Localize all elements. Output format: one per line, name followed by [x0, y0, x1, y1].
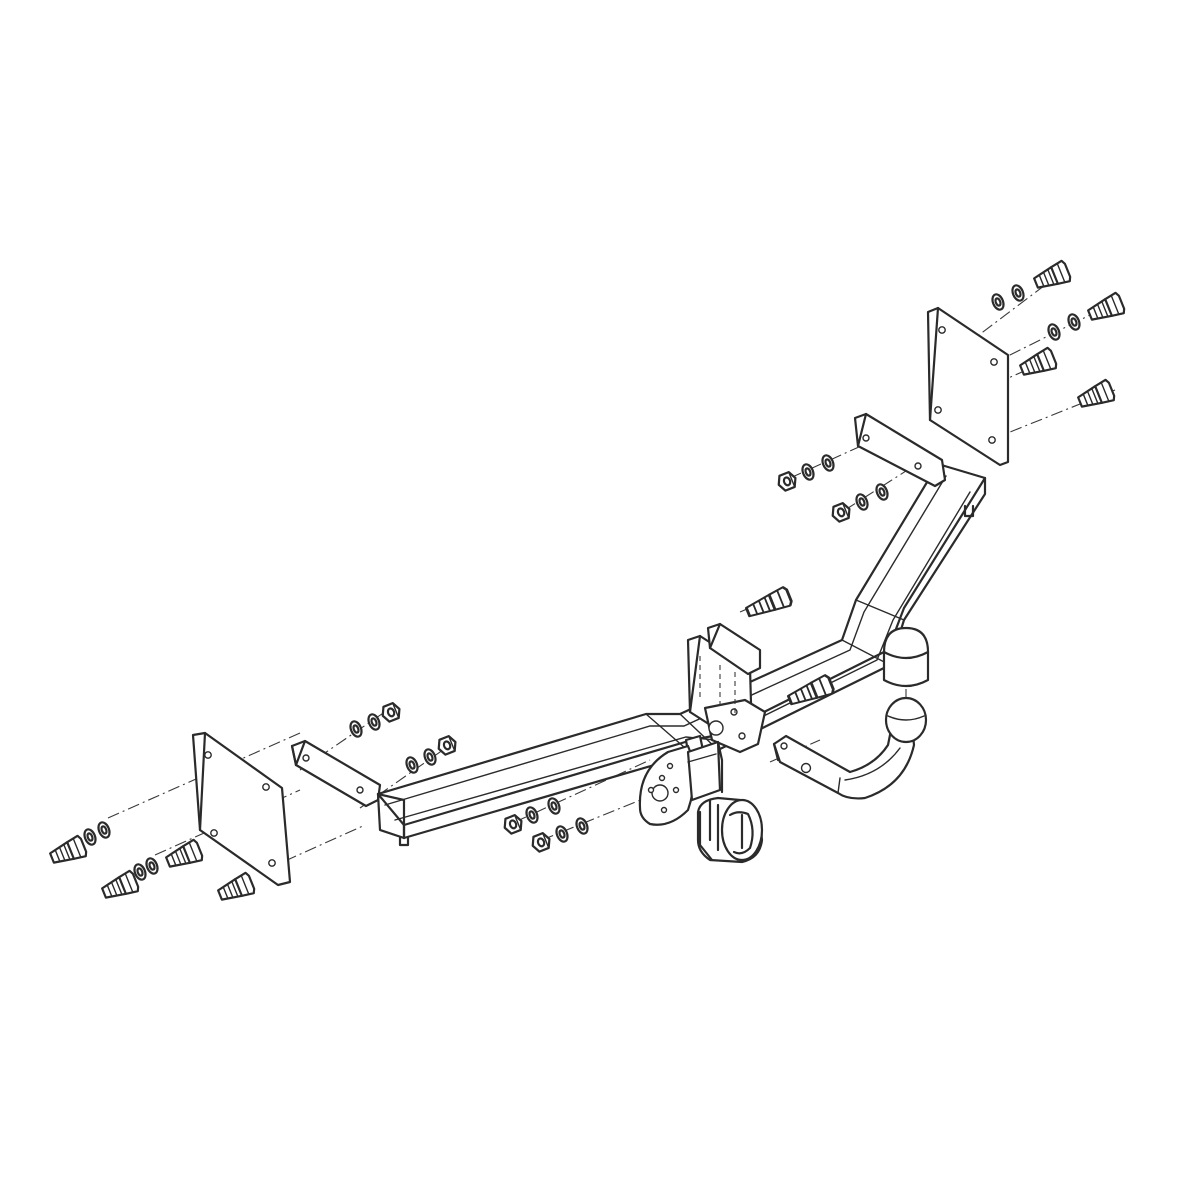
nut — [500, 812, 526, 837]
bolt — [1084, 290, 1127, 327]
bolt — [742, 584, 795, 623]
washer — [421, 746, 439, 768]
ball-cap — [882, 626, 930, 688]
nut — [828, 500, 854, 525]
washer — [403, 754, 421, 776]
left-bracket — [290, 739, 382, 808]
right-mounting-plate — [926, 306, 1010, 467]
right-bracket — [853, 412, 947, 488]
bolt — [1030, 258, 1073, 295]
nut — [774, 469, 800, 494]
tow-ball-arm — [772, 696, 928, 800]
bolt — [46, 833, 89, 870]
nut — [528, 830, 554, 855]
bolt — [1074, 377, 1117, 414]
washer — [143, 855, 161, 877]
washer — [95, 819, 113, 841]
washer — [523, 804, 541, 826]
washer — [1065, 311, 1083, 333]
washer — [1045, 321, 1063, 343]
washer — [81, 826, 99, 848]
bolt — [214, 870, 257, 907]
nut — [378, 700, 404, 725]
bolt — [162, 837, 205, 874]
washer — [989, 291, 1007, 313]
washer — [545, 795, 563, 817]
washer — [799, 461, 817, 483]
left-mounting-plate — [191, 731, 292, 887]
socket-plate — [638, 740, 724, 826]
washer — [873, 481, 891, 503]
washer — [553, 823, 571, 845]
bolt — [1016, 345, 1059, 382]
electrical-socket — [696, 796, 764, 864]
washer — [573, 815, 591, 837]
bolt — [98, 868, 141, 905]
washer — [1009, 282, 1027, 304]
washer — [819, 452, 837, 474]
